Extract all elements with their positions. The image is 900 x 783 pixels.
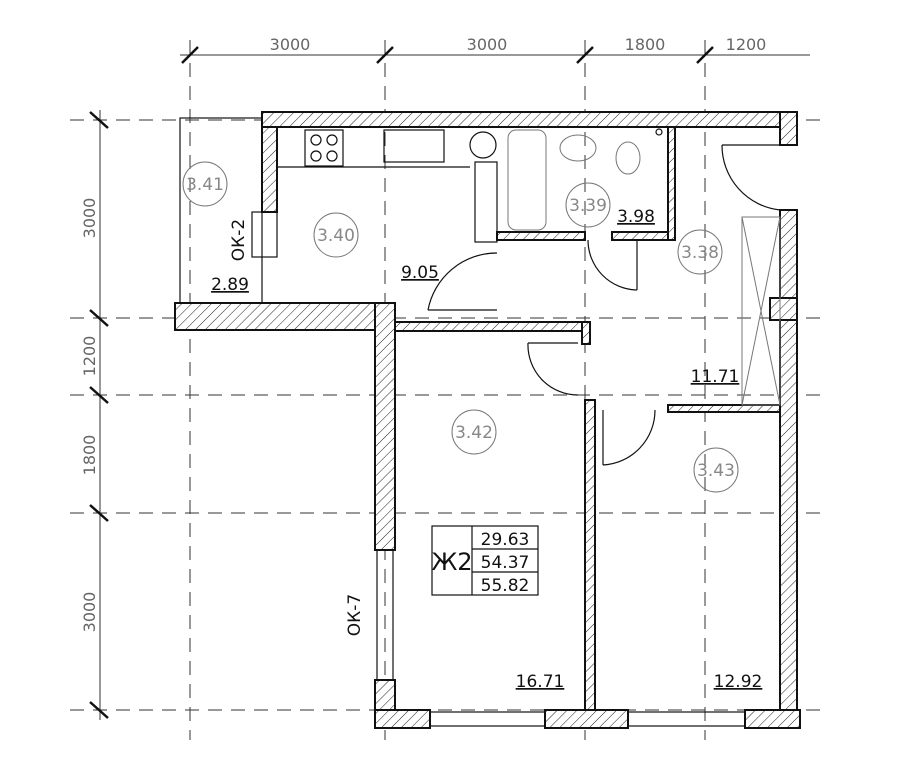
room-3-39: 3.39 3.98 (565, 182, 655, 228)
toilet-icon (615, 141, 641, 175)
dim-top-1: 3000 (270, 35, 311, 54)
room-number: 3.39 (569, 196, 607, 216)
bathroom-fixtures (507, 128, 663, 231)
room-area: 11.71 (691, 367, 740, 387)
room-area: 12.92 (714, 672, 763, 692)
dim-top-2: 3000 (467, 35, 508, 54)
dim-top-4: 1200 (726, 35, 767, 54)
dim-left-2: 1200 (80, 336, 99, 377)
room-area: 16.71 (516, 672, 565, 692)
apartment-code: Ж2 (431, 548, 472, 576)
dimension-top: 3000 3000 1800 1200 (180, 35, 810, 64)
dimension-left: 3000 1200 1800 3000 (80, 110, 109, 720)
stove-icon (304, 129, 344, 167)
room-number: 3.41 (186, 175, 224, 195)
window-label-ok7: ОК-7 (345, 594, 365, 636)
room-3-38: 3.38 11.71 (677, 229, 740, 387)
grid-axes (70, 40, 820, 740)
area-with-balcony: 55.82 (481, 576, 530, 596)
total-area: 54.37 (481, 553, 530, 573)
walls (174, 111, 801, 729)
room-number: 3.40 (317, 226, 355, 246)
sink-icon (383, 129, 445, 163)
room-area: 9.05 (401, 263, 439, 283)
room-3-43: 3.43 12.92 (693, 447, 763, 692)
dim-top-3: 1800 (625, 35, 666, 54)
kitchen-fixtures (277, 129, 498, 243)
room-number: 3.42 (455, 423, 493, 443)
window-label-ok2: ОК-2 (229, 219, 249, 261)
bathtub-icon (507, 129, 547, 231)
doors (427, 144, 781, 466)
dim-left-1: 3000 (80, 198, 99, 239)
room-3-40: 3.40 9.05 (313, 212, 439, 283)
dim-left-3: 1800 (80, 435, 99, 476)
windows (179, 117, 746, 727)
room-3-42: 3.42 16.71 (451, 409, 565, 692)
room-area: 3.98 (617, 207, 655, 227)
living-area: 29.63 (481, 530, 530, 550)
room-area: 2.89 (211, 275, 249, 295)
dim-left-4: 3000 (80, 592, 99, 633)
room-3-41: 3.41 2.89 (182, 161, 249, 295)
boiler-icon (469, 131, 497, 159)
room-number: 3.43 (697, 461, 735, 481)
washbasin-icon (559, 134, 597, 162)
wardrobe (741, 216, 781, 406)
room-number: 3.38 (681, 243, 719, 263)
apartment-summary-table: Ж2 29.63 54.37 55.82 (431, 525, 539, 596)
